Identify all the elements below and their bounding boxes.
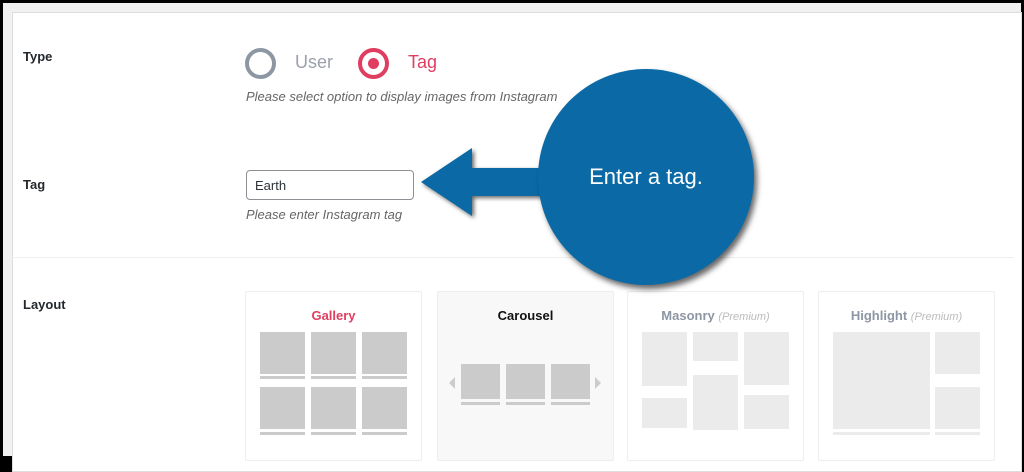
layout-masonry[interactable]: Masonry (Premium): [627, 291, 804, 461]
layout-carousel[interactable]: Carousel: [437, 291, 614, 461]
premium-badge: (Premium): [910, 311, 963, 323]
layout-label: Layout: [23, 297, 66, 312]
callout-bubble: Enter a tag.: [538, 69, 754, 285]
radio-user[interactable]: [245, 48, 276, 79]
radio-tag[interactable]: [358, 48, 389, 79]
radio-user-label[interactable]: User: [295, 52, 334, 72]
tag-label: Tag: [23, 177, 46, 192]
tag-help: Please enter Instagram tag: [246, 207, 403, 222]
layout-highlight-title: Highlight: [850, 308, 908, 323]
divider: [10, 257, 1014, 258]
type-help: Please select option to display images f…: [246, 89, 558, 104]
type-label: Type: [23, 49, 53, 64]
chevron-left-icon: [449, 377, 455, 389]
layout-highlight[interactable]: Highlight (Premium): [818, 291, 995, 461]
frame: [3, 3, 1022, 472]
layout-gallery[interactable]: Gallery: [245, 291, 422, 461]
chevron-right-icon: [595, 377, 601, 389]
arrow-left-icon: [421, 148, 565, 216]
radio-tag-label[interactable]: Tag: [408, 52, 438, 72]
callout-text: Enter a tag.: [589, 164, 703, 189]
layout-masonry-title: Masonry: [661, 308, 715, 323]
layout-gallery-title: Gallery: [311, 308, 356, 323]
layout-carousel-title: Carousel: [497, 308, 554, 323]
tag-input[interactable]: [246, 170, 414, 200]
premium-badge: (Premium): [718, 311, 770, 323]
